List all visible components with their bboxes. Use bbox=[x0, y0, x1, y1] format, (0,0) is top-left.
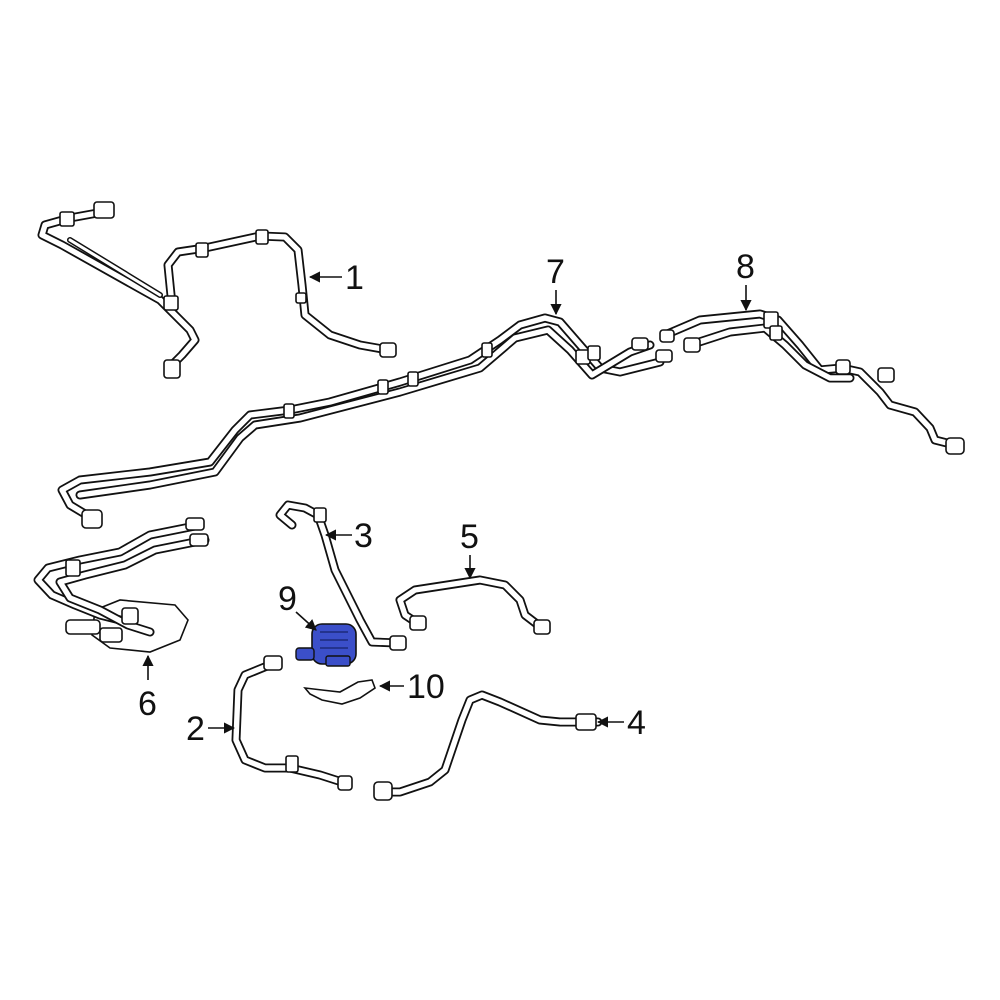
part-7-hose[interactable] bbox=[57, 313, 673, 529]
callout-7: 7 bbox=[546, 253, 565, 291]
callout-5: 5 bbox=[460, 518, 479, 556]
callout-9: 9 bbox=[278, 580, 297, 618]
callout-3: 3 bbox=[354, 517, 373, 555]
part-5-hose[interactable] bbox=[395, 575, 551, 635]
part-10-bracket[interactable] bbox=[303, 679, 376, 705]
callout-10: 10 bbox=[407, 668, 445, 706]
part-4-hose[interactable] bbox=[373, 690, 603, 801]
part-9-pump[interactable] bbox=[295, 623, 357, 667]
callout-2: 2 bbox=[186, 710, 205, 748]
part-2-hose[interactable] bbox=[231, 655, 353, 791]
part-3-hose[interactable] bbox=[275, 500, 407, 651]
part-6-hose[interactable] bbox=[33, 517, 210, 653]
part-1-hose[interactable] bbox=[37, 201, 397, 379]
callout-8: 8 bbox=[736, 248, 755, 286]
callout-6: 6 bbox=[138, 685, 157, 723]
part-8-hose[interactable] bbox=[659, 309, 965, 455]
callout-4: 4 bbox=[627, 704, 646, 742]
callout-leaders bbox=[142, 271, 752, 734]
callout-1: 1 bbox=[345, 259, 364, 297]
